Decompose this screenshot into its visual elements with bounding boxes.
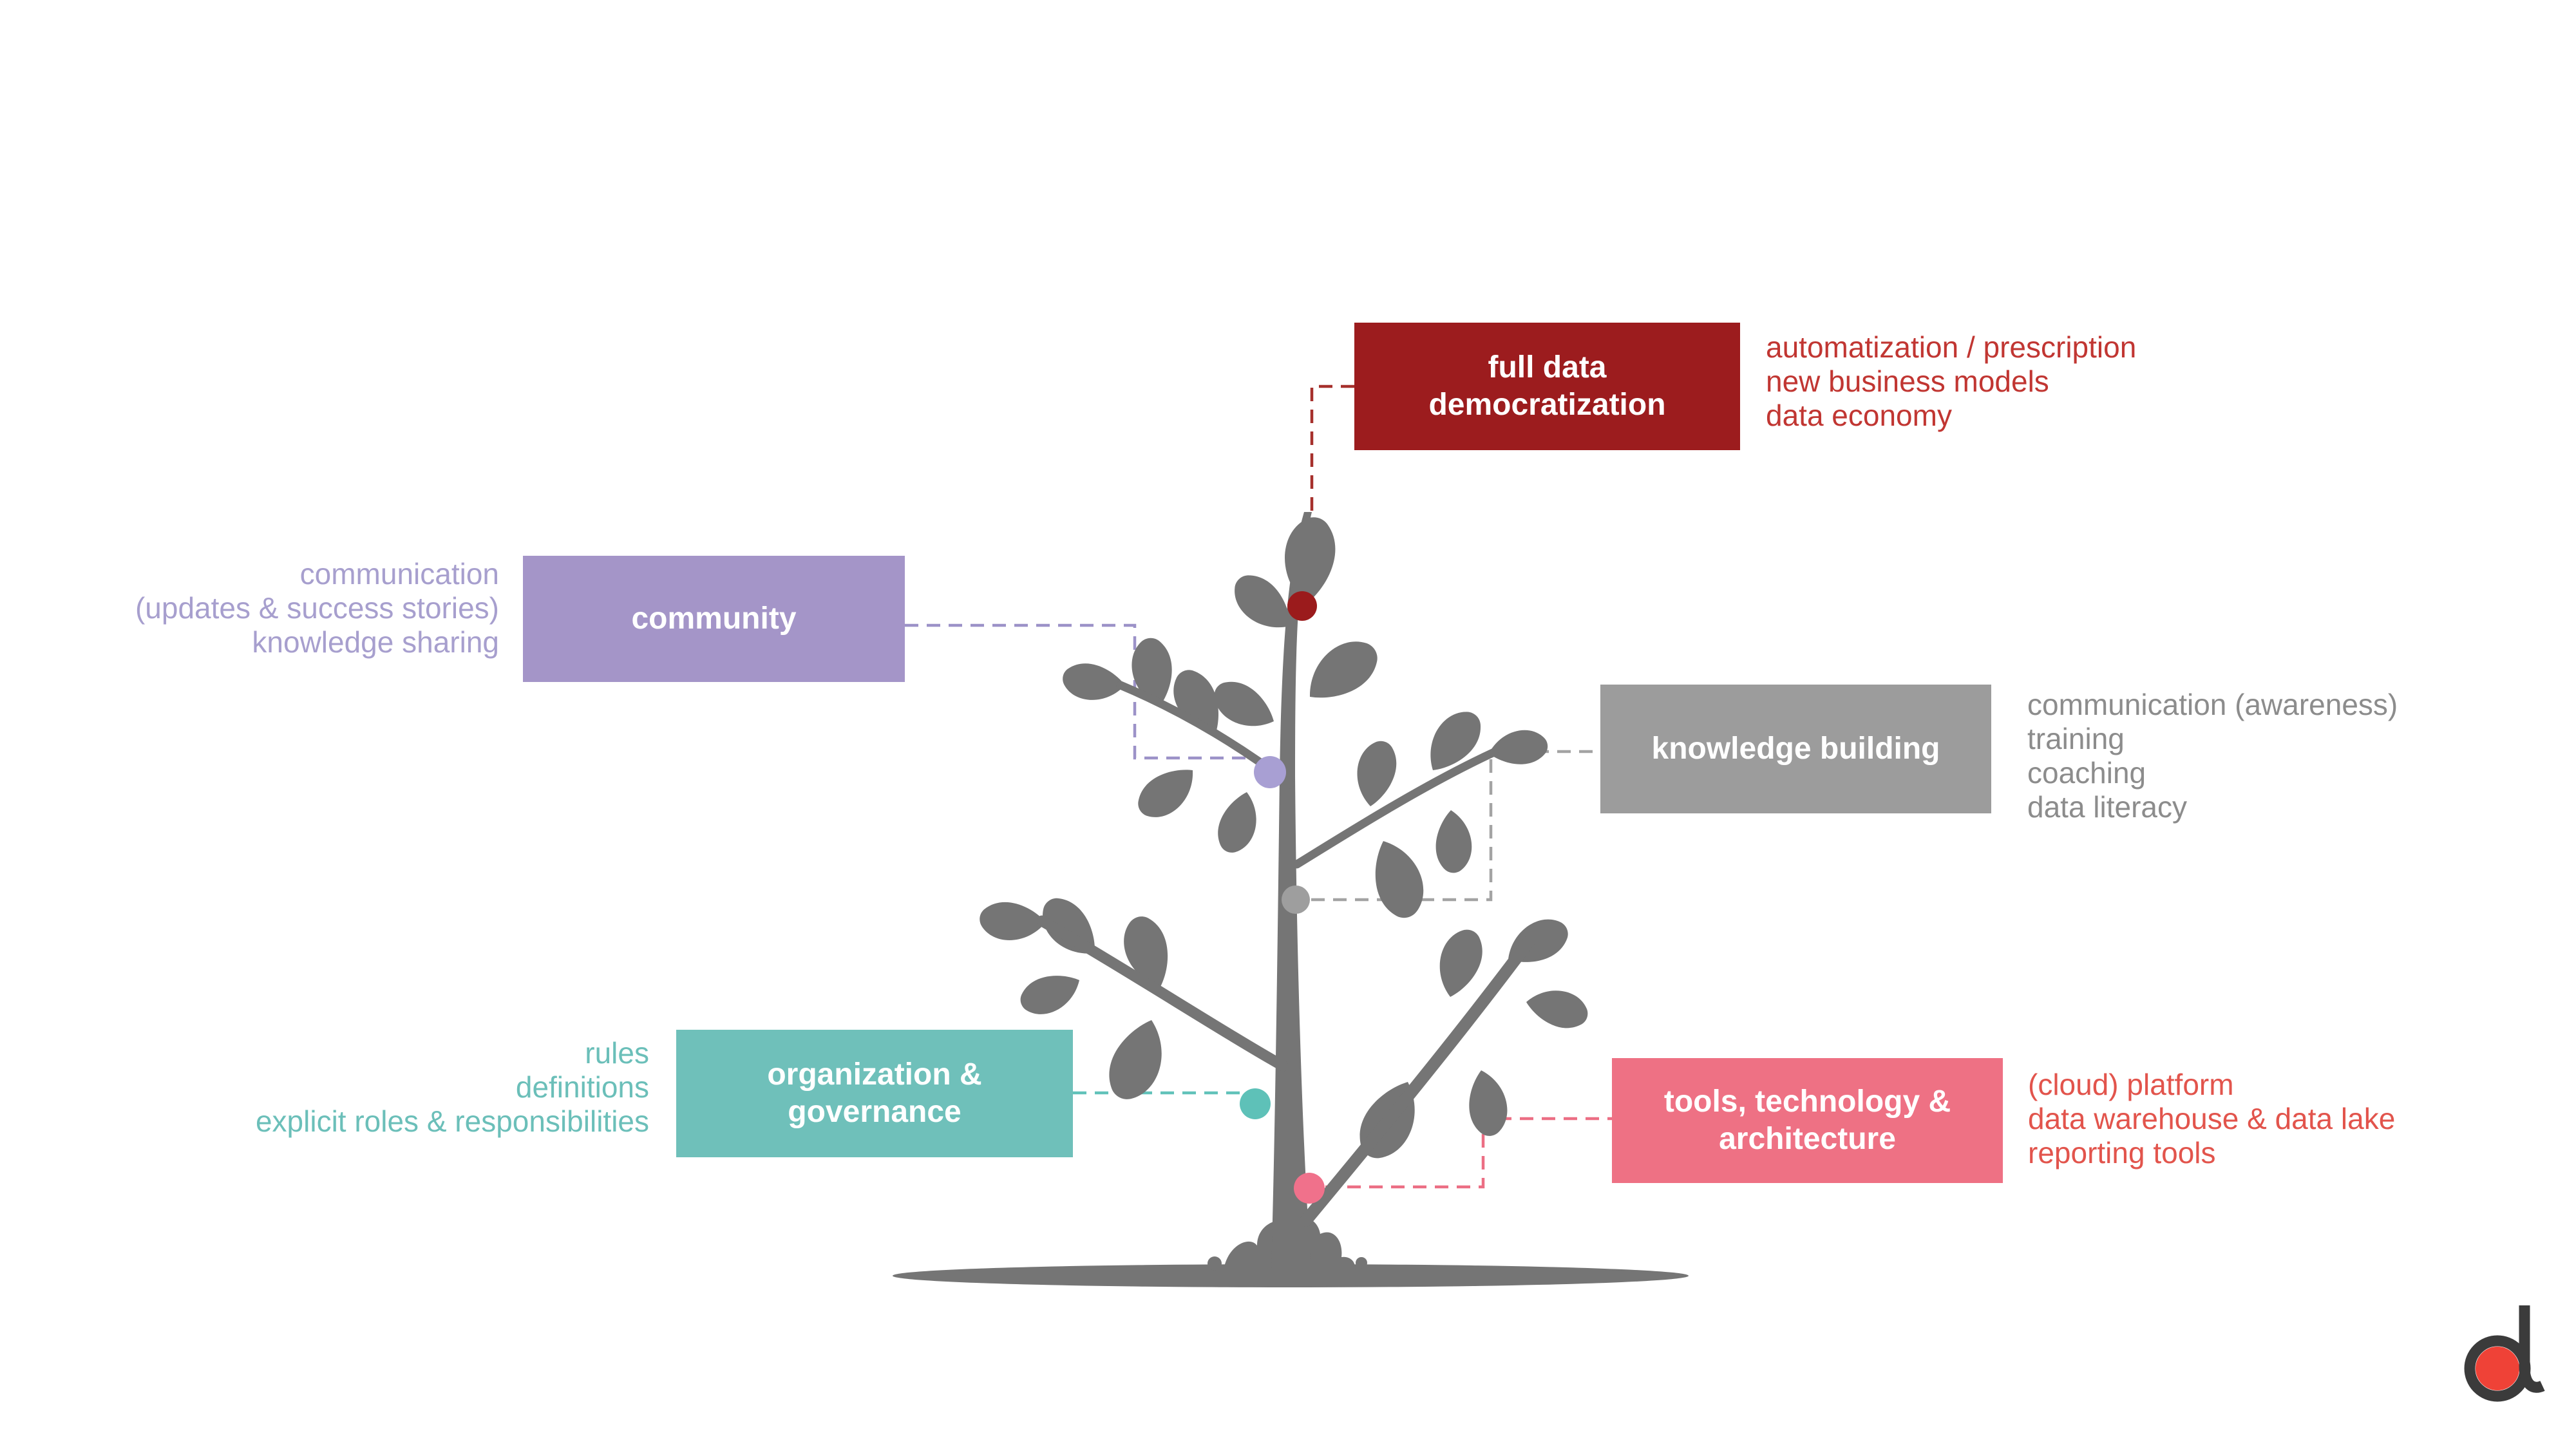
leaf (1486, 726, 1550, 769)
dot-full-data (1287, 591, 1317, 621)
box-knowledge-building: knowledge building (1600, 685, 1991, 813)
box-label-line: democratization (1428, 388, 1666, 422)
logo-red-dot (2476, 1347, 2519, 1390)
branch-mid-left (1036, 915, 1289, 1072)
note-line: reporting tools (2028, 1136, 2216, 1170)
box-organization-governance: organization & governance (676, 1030, 1073, 1157)
note-line: definitions (515, 1070, 649, 1104)
box-label-line: full data (1488, 350, 1607, 384)
d-logo (2464, 1305, 2545, 1402)
dot-community (1254, 756, 1286, 788)
branch-lower-right (1300, 935, 1535, 1227)
note-line: training (2027, 722, 2125, 755)
leaf (1130, 756, 1206, 828)
note-line: automatization / prescription (1766, 330, 2137, 364)
notes-community: communication (updates & success stories… (135, 557, 499, 659)
leaf (1464, 1067, 1511, 1139)
note-line: rules (585, 1036, 649, 1070)
box-community: community (523, 556, 905, 682)
box-label-line: governance (788, 1095, 961, 1129)
note-line: (updates & success stories) (135, 591, 499, 625)
leaf (1211, 787, 1265, 858)
note-line: data economy (1766, 399, 1952, 432)
box-label-line: tools, technology & (1663, 1084, 1951, 1119)
dot-tools (1294, 1173, 1325, 1204)
leaf (1429, 923, 1490, 1003)
box-tools-technology-architecture: tools, technology & architecture (1612, 1058, 2003, 1183)
leaf (1295, 629, 1387, 714)
pebble (1208, 1256, 1222, 1271)
note-line: communication (awareness) (2027, 688, 2398, 721)
notes-knowledge-building: communication (awareness) training coach… (2027, 688, 2398, 824)
leaf (1015, 965, 1087, 1022)
note-line: knowledge sharing (252, 625, 499, 659)
leaf (1350, 737, 1401, 810)
pebble (1356, 1257, 1367, 1269)
box-label-line: architecture (1719, 1122, 1896, 1156)
notes-tools-technology-architecture: (cloud) platform data warehouse & data l… (2028, 1068, 2395, 1170)
leaf (1522, 983, 1592, 1034)
note-line: data warehouse & data lake (2028, 1102, 2396, 1135)
note-line: data literacy (2027, 790, 2188, 824)
logo-stem (2519, 1305, 2545, 1393)
box-label-line: organization & (767, 1057, 982, 1092)
branch-upper-right (1293, 748, 1499, 869)
notes-organization-governance: rules definitions explicit roles & respo… (256, 1036, 649, 1139)
connector-tools (1325, 1117, 1612, 1189)
leaf (1434, 809, 1473, 874)
leaf (1363, 833, 1432, 924)
note-line: coaching (2027, 756, 2146, 790)
note-line: explicit roles & responsibilities (255, 1104, 649, 1138)
box-label-line: community (631, 601, 797, 636)
dot-knowledge (1282, 886, 1310, 914)
tree-branches (1036, 681, 1535, 1227)
ground-line (893, 1264, 1689, 1287)
note-line: new business models (1766, 365, 2049, 398)
notes-full-data-democratization: automatization / prescription new busine… (1766, 330, 2136, 433)
note-line: communication (299, 557, 499, 591)
box-full-data-democratization: full data democratization (1354, 323, 1740, 450)
note-line: (cloud) platform (2028, 1068, 2234, 1101)
box-label-line: knowledge building (1651, 732, 1940, 766)
dot-org (1240, 1088, 1271, 1119)
leaf (1060, 660, 1128, 705)
milestone-dots (1240, 591, 1325, 1204)
